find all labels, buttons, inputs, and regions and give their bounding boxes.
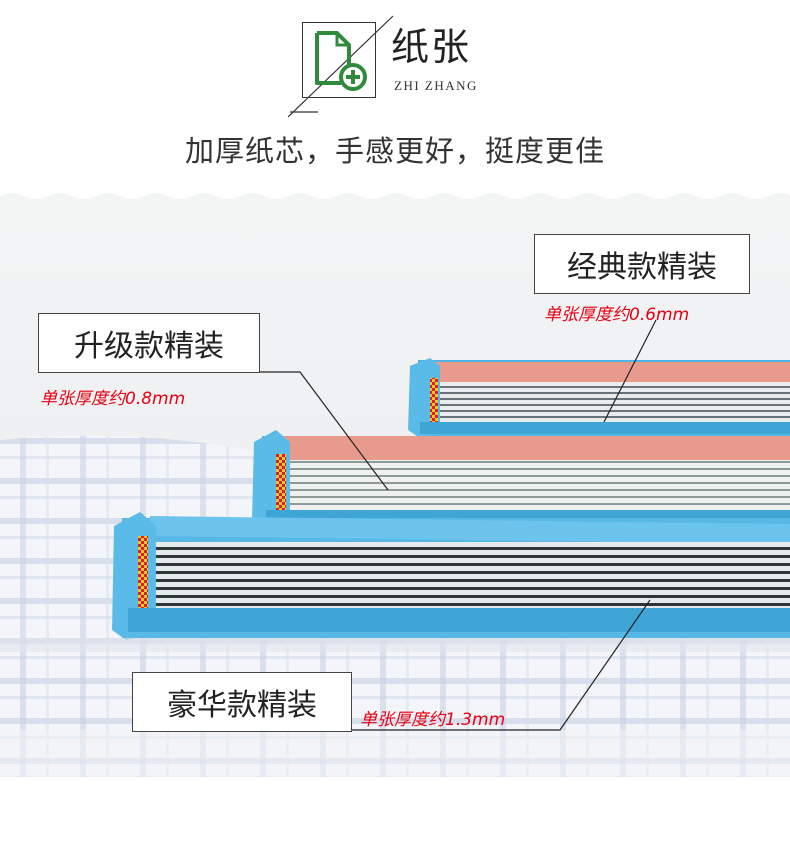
product-photo: [0, 190, 790, 777]
section-subtitle: 加厚纸芯，手感更好，挺度更佳: [184, 134, 605, 168]
label-classic-name: 经典款精装: [567, 250, 717, 285]
thickness-upgrade: 单张厚度约0.8mm: [40, 389, 186, 409]
section-title-en: ZHI ZHANG: [394, 78, 478, 93]
label-upgrade: 升级款精装: [38, 313, 260, 373]
section-title: 纸张: [391, 25, 472, 69]
label-luxury: 豪华款精装: [132, 672, 352, 732]
document-add-icon: [315, 31, 367, 91]
thickness-classic: 单张厚度约0.6mm: [544, 305, 690, 325]
label-upgrade-name: 升级款精装: [74, 329, 224, 364]
label-classic: 经典款精装: [534, 234, 750, 294]
label-luxury-name: 豪华款精装: [167, 688, 317, 723]
logo-box: [302, 22, 376, 98]
thickness-luxury: 单张厚度约1.3mm: [360, 710, 506, 730]
